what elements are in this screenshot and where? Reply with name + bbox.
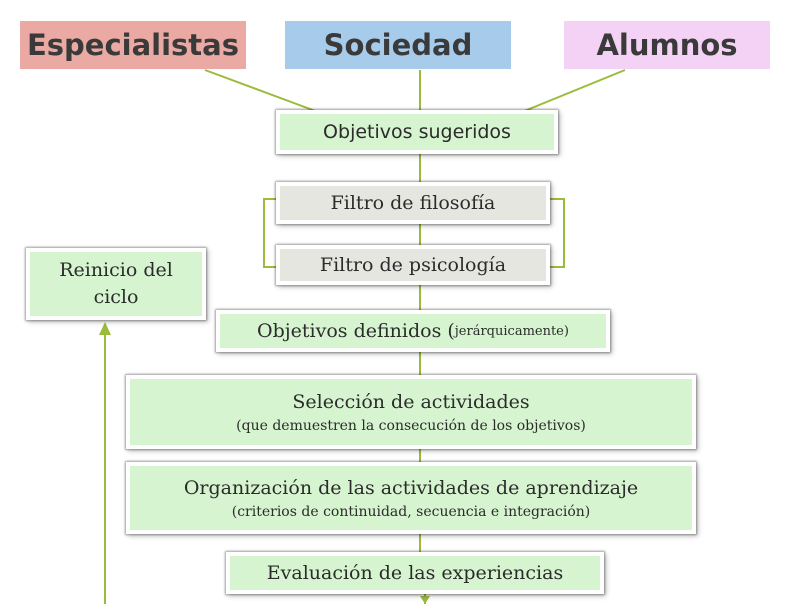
- organizacion-title: Organización de las actividades de apren…: [183, 476, 639, 499]
- organizacion-subtitle: (criterios de continuidad, secuencia e i…: [231, 503, 591, 520]
- objetivos-definidos-label: Objetivos definidos (: [257, 320, 455, 342]
- node-seleccion-actividades: Selección de actividades (que demuestren…: [126, 375, 696, 449]
- node-objetivos-definidos: Objetivos definidos (jerárquicamente): [216, 310, 610, 352]
- edge-alumnos-to-objetivos: [521, 69, 626, 113]
- bracket-right: [548, 198, 565, 268]
- node-objetivos-sugeridos: Objetivos sugeridos: [276, 110, 558, 154]
- arrowhead-up: [99, 322, 111, 335]
- node-filtro-filosofia: Filtro de filosofía: [276, 182, 550, 224]
- node-organizacion-actividades: Organización de las actividades de apren…: [126, 462, 696, 534]
- node-evaluacion-experiencias: Evaluación de las experiencias: [226, 552, 604, 594]
- arrowhead-down: [420, 596, 430, 604]
- header-especialistas: Especialistas: [20, 21, 246, 69]
- seleccion-title: Selección de actividades: [292, 390, 530, 413]
- node-filtro-psicologia: Filtro de psicología: [276, 245, 550, 285]
- seleccion-subtitle: (que demuestren la consecución de los ob…: [236, 417, 586, 434]
- header-sociedad: Sociedad: [285, 21, 511, 69]
- edge-especialistas-to-objetivos: [204, 69, 319, 113]
- objetivos-definidos-suffix: jerárquicamente): [454, 323, 569, 339]
- node-reinicio-ciclo: Reinicio del ciclo: [26, 248, 206, 320]
- bracket-left: [263, 198, 282, 268]
- header-alumnos: Alumnos: [564, 21, 770, 69]
